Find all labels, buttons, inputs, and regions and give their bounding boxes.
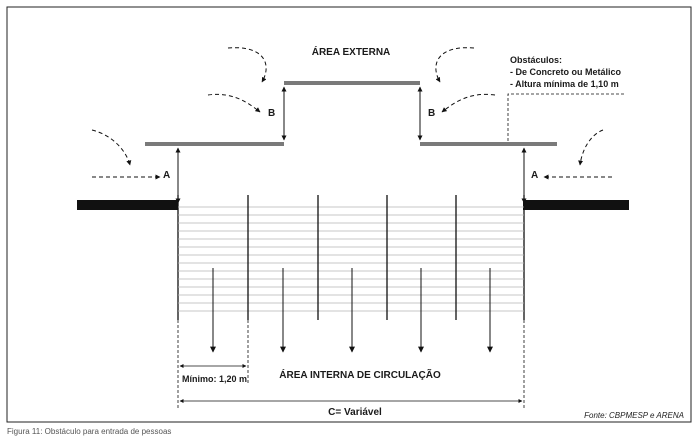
barrier-left [145, 142, 284, 146]
source-label: Fonte: CBPMESP e ARENA [584, 411, 684, 420]
internal-area-hatching [178, 206, 524, 312]
flow-arrows-down [210, 268, 493, 353]
bottom-dimensions [177, 320, 525, 408]
dimension-b-right-label: B [428, 108, 435, 119]
obstacle-leader-line [507, 93, 625, 141]
obstacles-line-2: - Altura mínima de 1,10 m [510, 79, 619, 89]
barrier-right [420, 142, 557, 146]
barrier-center [284, 81, 420, 85]
dimension-a-right-label: A [531, 170, 538, 181]
railing-dividers [247, 195, 457, 320]
right-wall [523, 200, 629, 210]
obstacles-title: Obstáculos: [510, 55, 562, 65]
variable-width-label: C= Variável [328, 407, 382, 418]
obstacles-line-1: - De Concreto ou Metálico [510, 67, 622, 77]
external-area-label: ÁREA EXTERNA [312, 45, 391, 58]
left-wall [77, 200, 178, 210]
dimension-a-left-label: A [163, 170, 170, 181]
internal-area-label: ÁREA INTERNA DE CIRCULAÇÃO [279, 368, 441, 381]
dimension-arrows [175, 86, 527, 204]
approach-arrows [91, 47, 612, 180]
dimension-b-left-label: B [268, 108, 275, 119]
figure-caption: Figura 11: Obstáculo para entrada de pes… [7, 427, 171, 436]
figure-frame [6, 6, 692, 423]
minimum-width-label: Mínimo: 1,20 m [182, 374, 247, 384]
